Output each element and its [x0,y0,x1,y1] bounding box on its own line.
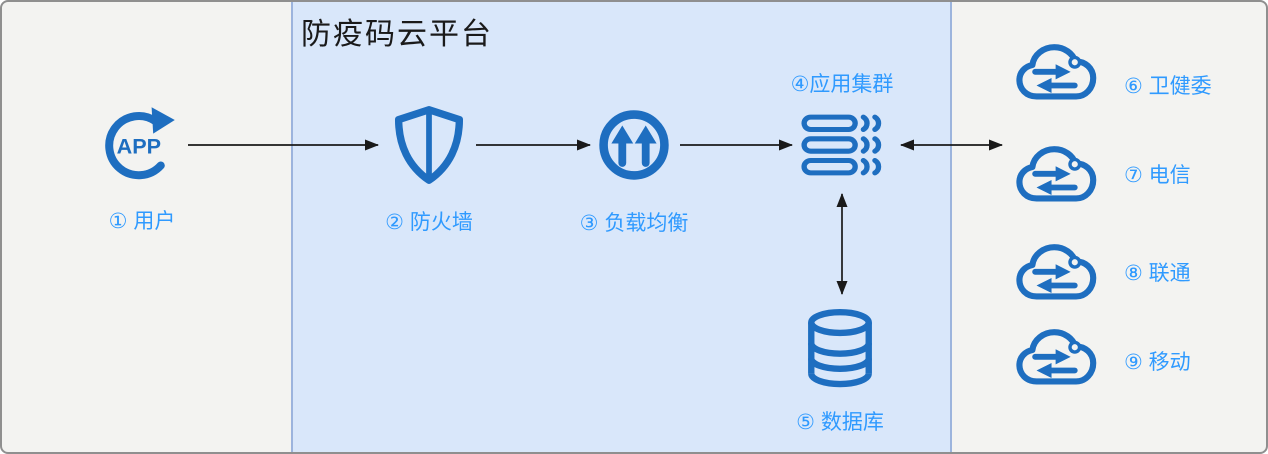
node-app-cluster: ④应用集群 [780,68,904,176]
node-database-label: ⑤ 数据库 [796,411,884,434]
node-firewall: ② 防火墙 [377,103,481,236]
shield-icon [394,106,464,184]
cloud-sync-icon [1016,243,1097,299]
svg-text:APP: APP [117,134,161,159]
node-firewall-label: ② 防火墙 [385,211,473,234]
external-node-liantong: ⑧ 联通 [1016,238,1191,306]
node-user: APP ① 用户 [88,104,196,235]
node-database: ⑤ 数据库 [788,305,892,436]
node-load-balancer: ③ 负载均衡 [579,106,689,237]
server-cluster-icon [801,114,882,176]
node-app-cluster-label: ④应用集群 [790,73,894,96]
load-balancer-icon [599,110,669,180]
external-node-liantong-label: ⑧ 联通 [1124,262,1191,285]
node-load-balancer-label: ③ 负载均衡 [579,212,689,235]
database-icon [808,308,872,388]
external-node-yidong-label: ⑨ 移动 [1124,351,1191,374]
external-node-weijianwei: ⑥ 卫健委 [1016,38,1212,106]
external-node-weijianwei-label: ⑥ 卫健委 [1124,75,1212,98]
cloud-sync-icon [1016,328,1097,384]
external-node-yidong: ⑨ 移动 [1016,323,1191,391]
external-node-dianxin-label: ⑦ 电信 [1124,164,1191,187]
cloud-sync-icon [1016,43,1097,99]
external-node-dianxin: ⑦ 电信 [1016,140,1191,208]
platform-title: 防疫码云平台 [301,18,493,51]
node-user-label: ① 用户 [108,210,176,233]
cloud-sync-icon [1016,145,1097,201]
app-refresh-icon: APP [105,107,175,180]
